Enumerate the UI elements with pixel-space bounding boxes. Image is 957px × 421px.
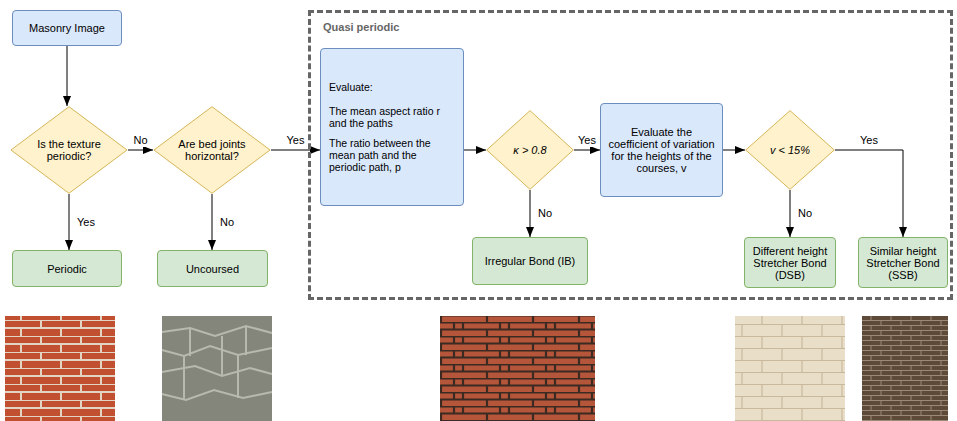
uncoursed-photo [162, 316, 272, 421]
node-text: The mean aspect ratio r and the paths [329, 105, 455, 129]
node-text: Evaluate: [329, 81, 373, 93]
ssb-photo [862, 316, 948, 421]
result-box: Similar height Stretcher Bond (SSB) [858, 237, 948, 288]
decision-diamond: κ > 0.8 [486, 110, 574, 190]
node-text: The ratio between the mean path and the … [329, 137, 455, 173]
node-text: κ > 0.8 [513, 144, 546, 156]
flow-arrow [835, 150, 903, 237]
flow-arrow [530, 190, 531, 237]
region-title: Quasi periodic [323, 21, 957, 33]
flow-arrow [574, 150, 600, 151]
dsb-photo [735, 316, 845, 421]
edge-label: No [131, 134, 149, 147]
node-text: Different height Stretcher Bond (DSB) [751, 245, 829, 281]
flow-arrow [212, 194, 213, 250]
node-text: v < 15% [770, 144, 810, 156]
result-box: Different height Stretcher Bond (DSB) [744, 237, 836, 288]
decision-diamond: v < 15% [745, 110, 835, 190]
edge-label: No [796, 207, 814, 220]
edge-label: No [218, 216, 236, 229]
periodic-photo [5, 316, 115, 421]
edge-label: No [536, 207, 554, 220]
process-box: Evaluate: The mean aspect ratio r and the… [320, 48, 464, 206]
node-text: Are bed joints horizontal? [174, 138, 250, 162]
flow-arrow [67, 46, 68, 106]
node-text: Evaluate the coefficient of variation fo… [607, 126, 716, 174]
flow-arrow [271, 150, 320, 151]
node-text: Similar height Stretcher Bond (SSB) [865, 245, 941, 281]
start-box: Masonry Image [12, 10, 122, 46]
node-text: Masonry Image [29, 22, 105, 34]
edge-label: Yes [285, 134, 307, 147]
flow-arrow [464, 150, 486, 151]
result-box: Periodic [12, 250, 122, 287]
decision-diamond: Are bed joints horizontal? [153, 106, 271, 194]
group-region: Quasi periodicEvaluate:The mean aspect r… [308, 10, 953, 300]
node-text: Is the texture periodic? [31, 138, 107, 162]
node-text: Periodic [47, 263, 87, 275]
flow-arrow [69, 194, 70, 250]
irregular-bond-photo [440, 316, 595, 421]
flow-arrow [723, 150, 745, 151]
node-text: Irregular Bond (IB) [485, 255, 575, 267]
edge-label: Yes [75, 216, 97, 229]
edge-label: Yes [858, 134, 880, 147]
decision-diamond: Is the texture periodic? [10, 106, 128, 194]
result-box: Irregular Bond (IB) [472, 237, 588, 285]
node-text: Uncoursed [186, 263, 239, 275]
result-box: Uncoursed [157, 250, 268, 287]
edge-label: Yes [576, 134, 598, 147]
flow-arrow [790, 190, 791, 237]
flow-arrow [128, 150, 153, 151]
process-box: Evaluate the coefficient of variation fo… [600, 103, 723, 197]
